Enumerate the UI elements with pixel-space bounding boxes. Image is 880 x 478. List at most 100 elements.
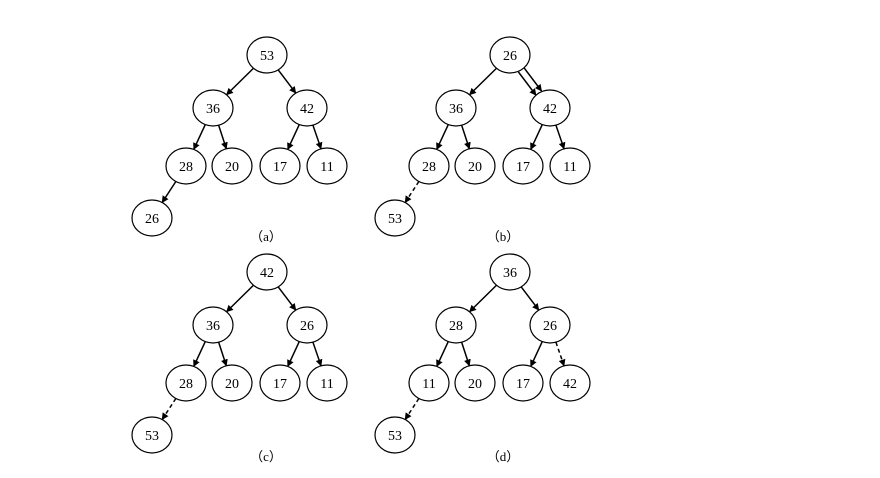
heap-node-42: 42 [549,364,591,402]
heap-node-53: 53 [131,416,173,454]
heap-node-20: 20 [211,147,253,185]
node-label: 53 [388,212,402,227]
node-label: 42 [300,102,314,117]
node-circle [211,364,253,402]
edge-11-to-53-dashed [404,398,420,421]
node-label: 28 [179,160,193,175]
heap-node-17: 17 [259,364,301,402]
node-label: 11 [320,160,333,175]
heap-node-28: 28 [165,147,207,185]
heap-node-20: 20 [211,364,253,402]
edge-26-to-17 [530,341,543,368]
heap-node-17: 17 [259,147,301,185]
heap-node-11: 11 [549,147,591,185]
heap-node-28: 28 [408,147,450,185]
edge-28-to-11 [436,341,449,368]
heap-node-36: 36 [489,253,531,291]
heap-node-11: 11 [408,364,450,402]
heap-node-17: 17 [502,364,544,402]
node-label: 26 [300,319,314,334]
edge-36-to-20 [217,125,228,150]
node-circle [165,147,207,185]
edge-36-to-26 [520,286,540,311]
node-label: 20 [225,160,239,175]
edge-36-to-20 [460,125,471,150]
heap-node-36: 36 [192,89,234,127]
edge-28-to-20 [460,342,471,367]
node-circle [211,147,253,185]
node-circle [502,364,544,402]
node-label: 53 [388,429,402,444]
node-circle [259,147,301,185]
node-circle [408,147,450,185]
node-label: 20 [468,160,482,175]
heap-node-53: 53 [374,416,416,454]
caption-b: （b） [487,229,520,244]
edge-42-to-11 [555,124,566,150]
heap-node-53: 53 [374,199,416,237]
node-label: 11 [320,377,333,392]
node-circle [131,199,173,237]
node-label: 42 [543,102,557,117]
node-label: 20 [225,377,239,392]
edge-53-to-36 [225,67,255,96]
node-label: 36 [449,102,463,117]
node-label: 20 [468,377,482,392]
node-circle [454,364,496,402]
node-label: 36 [206,319,220,334]
node-circle [246,253,288,291]
heap-node-17: 17 [502,147,544,185]
edge-26-to-42-line-1 [523,67,543,92]
edge-53-to-42 [277,69,297,94]
heap-node-36: 36 [435,89,477,127]
heap-node-36: 36 [192,306,234,344]
node-circle [306,364,348,402]
panel-a: （a） 53 36 42 28 20 17 11 26 [131,36,348,244]
heap-node-26: 26 [131,199,173,237]
node-circle [192,306,234,344]
heap-node-26: 26 [529,306,571,344]
heap-node-42: 42 [529,89,571,127]
heap-node-11: 11 [306,364,348,402]
node-circle [131,416,173,454]
heap-node-42: 42 [286,89,328,127]
node-circle [529,89,571,127]
caption-a: （a） [250,229,282,244]
node-label: 36 [503,266,517,281]
heap-node-11: 11 [306,147,348,185]
node-circle [549,364,591,402]
heap-node-42: 42 [246,253,288,291]
node-label: 28 [422,160,436,175]
node-circle [435,89,477,127]
edge-42-to-36 [225,284,255,313]
edge-42-to-11 [312,124,323,150]
node-circle [286,89,328,127]
heap-node-28: 28 [165,364,207,402]
edge-36-to-28 [436,124,449,151]
edge-36-to-20 [217,342,228,367]
caption-d: （d） [487,449,520,464]
edge-26-to-17 [287,341,300,368]
node-circle [165,364,207,402]
edge-36-to-28 [193,341,206,368]
edge-26-to-42-line-2 [517,71,537,96]
node-circle [489,36,531,74]
edge-36-to-28 [468,284,498,313]
edge-26-to-11 [312,341,323,367]
node-label: 28 [179,377,193,392]
node-circle [502,147,544,185]
node-label: 17 [516,377,530,392]
heap-node-20: 20 [454,147,496,185]
edge-28-to-26 [161,181,177,204]
edge-36-to-28 [193,124,206,151]
node-circle [529,306,571,344]
node-circle [408,364,450,402]
node-label: 53 [260,49,274,64]
node-circle [286,306,328,344]
node-label: 17 [516,160,530,175]
node-label: 42 [563,377,577,392]
